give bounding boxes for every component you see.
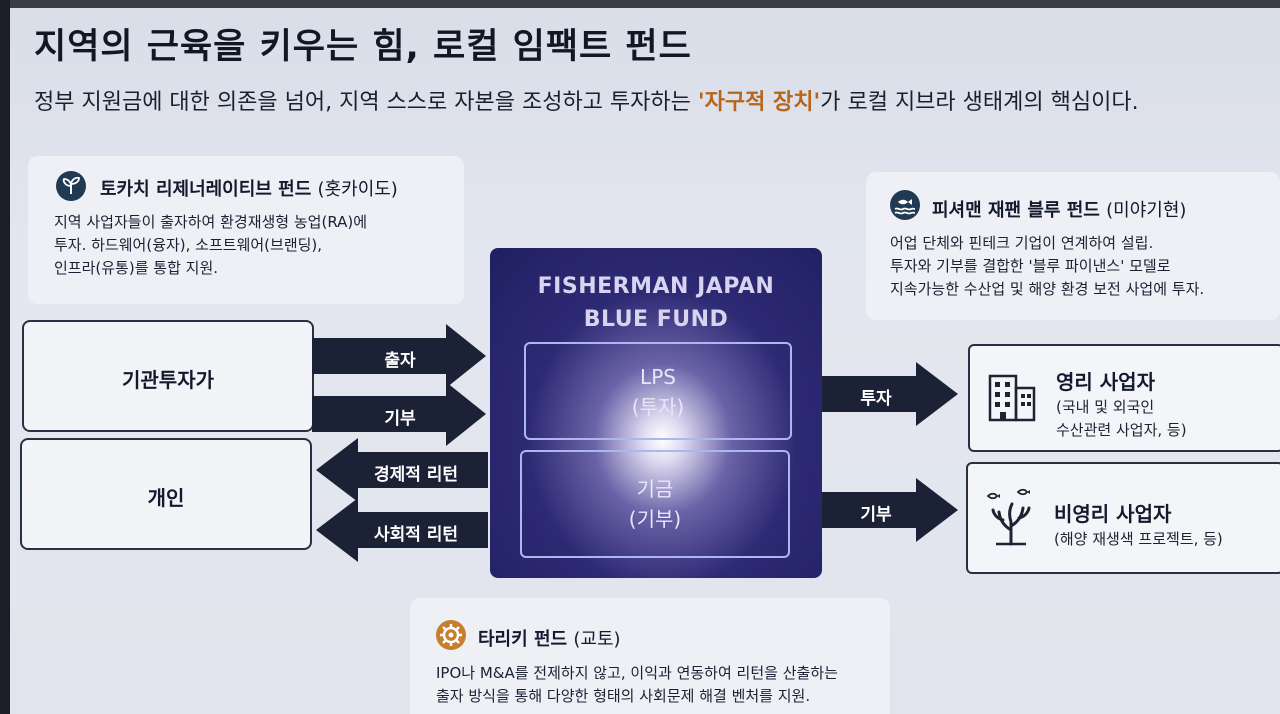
page-title: 지역의 근육을 키우는 힘, 로컬 임팩트 펀드 xyxy=(34,27,692,67)
coral-fish-icon xyxy=(982,486,1040,552)
tokachi-line-3: 인프라(유통)를 통합 지원. xyxy=(54,259,219,277)
top-frame xyxy=(0,0,1280,8)
tariki-fund-location: (교토) xyxy=(573,629,621,650)
nonprofit-line-1: (해양 재생색 프로젝트, 등) xyxy=(1054,530,1223,548)
nonprofit-operator-description: (해양 재생색 프로젝트, 등) xyxy=(1054,528,1223,551)
sprout-icon xyxy=(56,171,86,201)
fisherman-japan-fund-name: 피셔맨 재팬 블루 펀드 xyxy=(932,200,1100,221)
nonprofit-operator-title: 비영리 사업자 xyxy=(1054,502,1172,526)
subtitle-text-end: 가 로컬 지브라 생태계의 핵심이다. xyxy=(820,90,1139,115)
for-profit-operator-description: (국내 및 외국인 수산관련 사업자, 등) xyxy=(1056,396,1187,442)
for-profit-operator-box: 영리 사업자 (국내 및 외국인 수산관련 사업자, 등) xyxy=(968,344,1280,452)
lps-sub-label: (투자) xyxy=(631,395,685,419)
blue-fund-title-line-1: FISHERMAN JAPAN xyxy=(537,274,775,299)
fisherman-line-3: 지속가능한 수산업 및 해양 환경 보전 사업에 투자. xyxy=(890,280,1205,298)
page-subtitle: 정부 지원금에 대한 의존을 넘어, 지역 스스로 자본을 조성하고 투자하는 … xyxy=(34,84,1139,116)
tariki-fund-name: 타리키 펀드 xyxy=(478,629,568,650)
institutional-investor-label: 기관투자가 xyxy=(122,368,214,392)
subtitle-highlight: '자구적 장치' xyxy=(697,90,821,115)
tokachi-fund-location: (홋카이도) xyxy=(317,179,398,200)
foundation-label: 기금 xyxy=(636,477,674,501)
fisherman-line-1: 어업 단체와 핀테크 기업이 연계하여 설립. xyxy=(890,234,1154,252)
fisherman-japan-fund-title: 피셔맨 재팬 블루 펀드 (미야기현) xyxy=(932,196,1186,222)
for-profit-operator-title: 영리 사업자 xyxy=(1056,370,1155,394)
individual-box: 개인 xyxy=(20,438,312,550)
tokachi-fund-card: 토카치 리제너레이티브 펀드 (홋카이도) 지역 사업자들이 출자하여 환경재생… xyxy=(28,156,464,304)
tokachi-fund-description: 지역 사업자들이 출자하여 환경재생형 농업(RA)에 투자. 하드웨어(융자)… xyxy=(54,211,367,280)
tokachi-line-2: 투자. 하드웨어(융자), 소프트웨어(브랜딩), xyxy=(54,236,323,254)
nonprofit-operator-box: 비영리 사업자 (해양 재생색 프로젝트, 등) xyxy=(966,462,1280,574)
social-return-label: 사회적 리턴 xyxy=(373,525,459,545)
fisherman-line-2: 투자와 기부를 결합한 '블루 파이낸스' 모델로 xyxy=(890,257,1171,275)
blue-fund-title: FISHERMAN JAPAN BLUE FUND xyxy=(490,270,822,336)
foundation-sub-label: (기부) xyxy=(628,507,682,531)
tokachi-fund-title: 토카치 리제너레이티브 펀드 (홋카이도) xyxy=(100,175,398,201)
institutional-investor-box: 기관투자가 xyxy=(22,320,314,432)
tariki-line-2: 출자 방식을 통해 다양한 형태의 사회문제 해결 벤처를 지원. xyxy=(436,687,811,705)
tokachi-line-1: 지역 사업자들이 출자하여 환경재생형 농업(RA)에 xyxy=(54,213,368,231)
subtitle-text: 정부 지원금에 대한 의존을 넘어, 지역 스스로 자본을 조성하고 투자하는 xyxy=(34,90,698,115)
fisherman-japan-fund-description: 어업 단체와 핀테크 기업이 연계하여 설립. 투자와 기부를 결합한 '블루 … xyxy=(890,232,1204,301)
blue-fund-box: FISHERMAN JAPAN BLUE FUND LPS (투자) 기금 (기… xyxy=(490,248,822,578)
lps-box: LPS (투자) xyxy=(524,342,792,440)
for-profit-line-2: 수산관련 사업자, 등) xyxy=(1056,421,1187,439)
tariki-line-1: IPO나 M&A를 전제하지 않고, 이익과 연동하여 리턴을 산출하는 xyxy=(436,664,838,682)
tokachi-fund-name: 토카치 리제너레이티브 펀드 xyxy=(100,179,312,200)
for-profit-line-1: (국내 및 외국인 xyxy=(1056,398,1155,416)
fish-wave-icon xyxy=(890,190,920,220)
donate-out-label: 기부 xyxy=(860,505,892,525)
lps-label: LPS xyxy=(640,365,676,389)
tariki-fund-description: IPO나 M&A를 전제하지 않고, 이익과 연동하여 리턴을 산출하는 출자 … xyxy=(436,662,838,708)
tariki-fund-title: 타리키 펀드 (교토) xyxy=(478,625,621,651)
tariki-fund-card: 타리키 펀드 (교토) IPO나 M&A를 전제하지 않고, 이익과 연동하여 … xyxy=(410,598,890,714)
fisherman-japan-fund-card: 피셔맨 재팬 블루 펀드 (미야기현) 어업 단체와 핀테크 기업이 연계하여 … xyxy=(866,172,1280,320)
blue-fund-title-line-2: BLUE FUND xyxy=(583,307,729,332)
gear-icon xyxy=(436,620,466,650)
economic-return-label: 경제적 리턴 xyxy=(373,465,459,485)
left-frame xyxy=(0,0,10,714)
invest-in-label: 출자 xyxy=(384,351,416,371)
fisherman-japan-fund-location: (미야기현) xyxy=(1106,200,1187,221)
foundation-box: 기금 (기부) xyxy=(520,450,790,558)
building-icon xyxy=(988,370,1038,428)
invest-out-label: 투자 xyxy=(860,389,892,409)
individual-label: 개인 xyxy=(147,486,185,510)
donate-in-label: 기부 xyxy=(384,409,416,429)
